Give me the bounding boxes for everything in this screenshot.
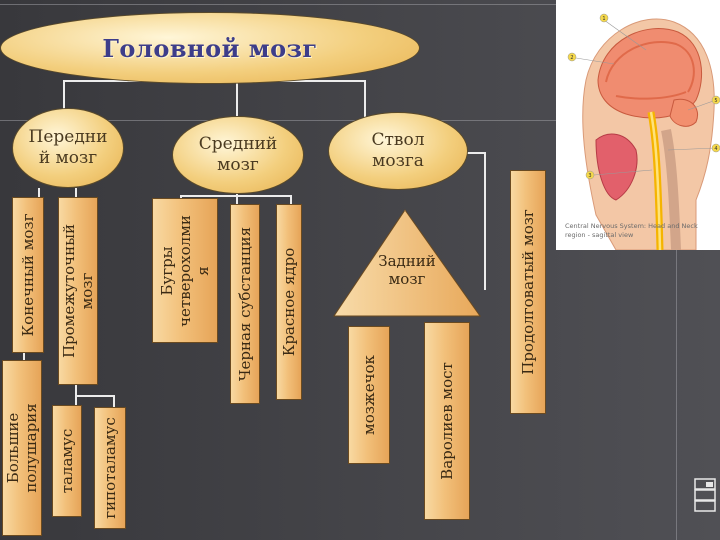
diencephalon-label: Промежуточный мозг xyxy=(60,223,96,359)
diencephalon-box: Промежуточный мозг xyxy=(58,197,98,385)
telencephalon-box: Конечный мозг xyxy=(12,197,44,353)
forebrain-oval: Передни й мозг xyxy=(12,108,124,188)
connector xyxy=(236,80,238,120)
red-nucleus-box: Красное ядро xyxy=(276,204,302,400)
callout-2: 2 xyxy=(570,55,573,61)
red-nucleus-label: Красное ядро xyxy=(280,247,298,357)
connector xyxy=(290,195,292,205)
connector xyxy=(75,188,77,198)
title-oval: Головной мозг xyxy=(0,12,420,84)
forebrain-label: Передни й мозг xyxy=(28,127,108,168)
substantia-nigra-label: Черная субстанция xyxy=(236,226,254,382)
colliculi-label: Бугры четверохолми я xyxy=(158,214,212,327)
connector xyxy=(38,188,40,198)
brainstem-oval: Ствол мозга xyxy=(328,112,468,190)
brain-sagittal-illustration: 1 2 3 4 5 xyxy=(556,0,720,251)
cerebellum-label: мозжечок xyxy=(360,355,378,435)
thalamus-box: таламус xyxy=(52,405,82,517)
medulla-label: Продолговатый мозг xyxy=(519,209,537,375)
thalamus-label: таламус xyxy=(58,428,76,494)
callout-5: 5 xyxy=(714,98,717,104)
grid-line-top xyxy=(0,4,720,5)
head-sagittal-drawing: 1 2 3 4 5 xyxy=(567,13,720,251)
cerebellum-box: мозжечок xyxy=(348,326,390,464)
connector xyxy=(364,80,366,118)
illustration-caption: Central Nervous System: Head and Neck re… xyxy=(565,222,698,239)
telencephalon-label: Конечный мозг xyxy=(19,213,37,337)
medulla-box: Продолговатый мозг xyxy=(510,170,546,414)
brainstem-label: Ствол мозга xyxy=(371,130,425,171)
connector xyxy=(63,80,65,122)
connector xyxy=(113,395,115,407)
midbrain-label: Средний мозг xyxy=(198,134,278,175)
callout-1: 1 xyxy=(602,16,605,22)
midbrain-oval: Средний мозг xyxy=(172,116,304,194)
slide-nav-icon[interactable] xyxy=(694,478,716,512)
connector xyxy=(23,352,25,362)
callout-3: 3 xyxy=(588,173,591,179)
pons-label: Варолиев мост xyxy=(438,362,456,480)
hypothalamus-box: гипоталамус xyxy=(94,407,126,529)
connector xyxy=(465,152,485,154)
connector xyxy=(75,395,115,397)
callout-4: 4 xyxy=(714,146,717,152)
hypothalamus-label: гипоталамус xyxy=(101,417,119,519)
hemispheres-box: Большие полушария xyxy=(2,360,42,536)
hindbrain-triangle xyxy=(333,209,481,317)
hemispheres-label: Большие полушария xyxy=(4,403,40,493)
connector xyxy=(180,195,292,197)
grid-line-vertical xyxy=(676,0,677,540)
colliculi-box: Бугры четверохолми я xyxy=(152,198,218,343)
substantia-nigra-box: Черная субстанция xyxy=(230,204,260,404)
connector xyxy=(484,152,486,290)
hindbrain-label: Задний мозг xyxy=(378,252,436,288)
pons-box: Варолиев мост xyxy=(424,322,470,520)
page-title: Головной мозг xyxy=(102,33,318,63)
